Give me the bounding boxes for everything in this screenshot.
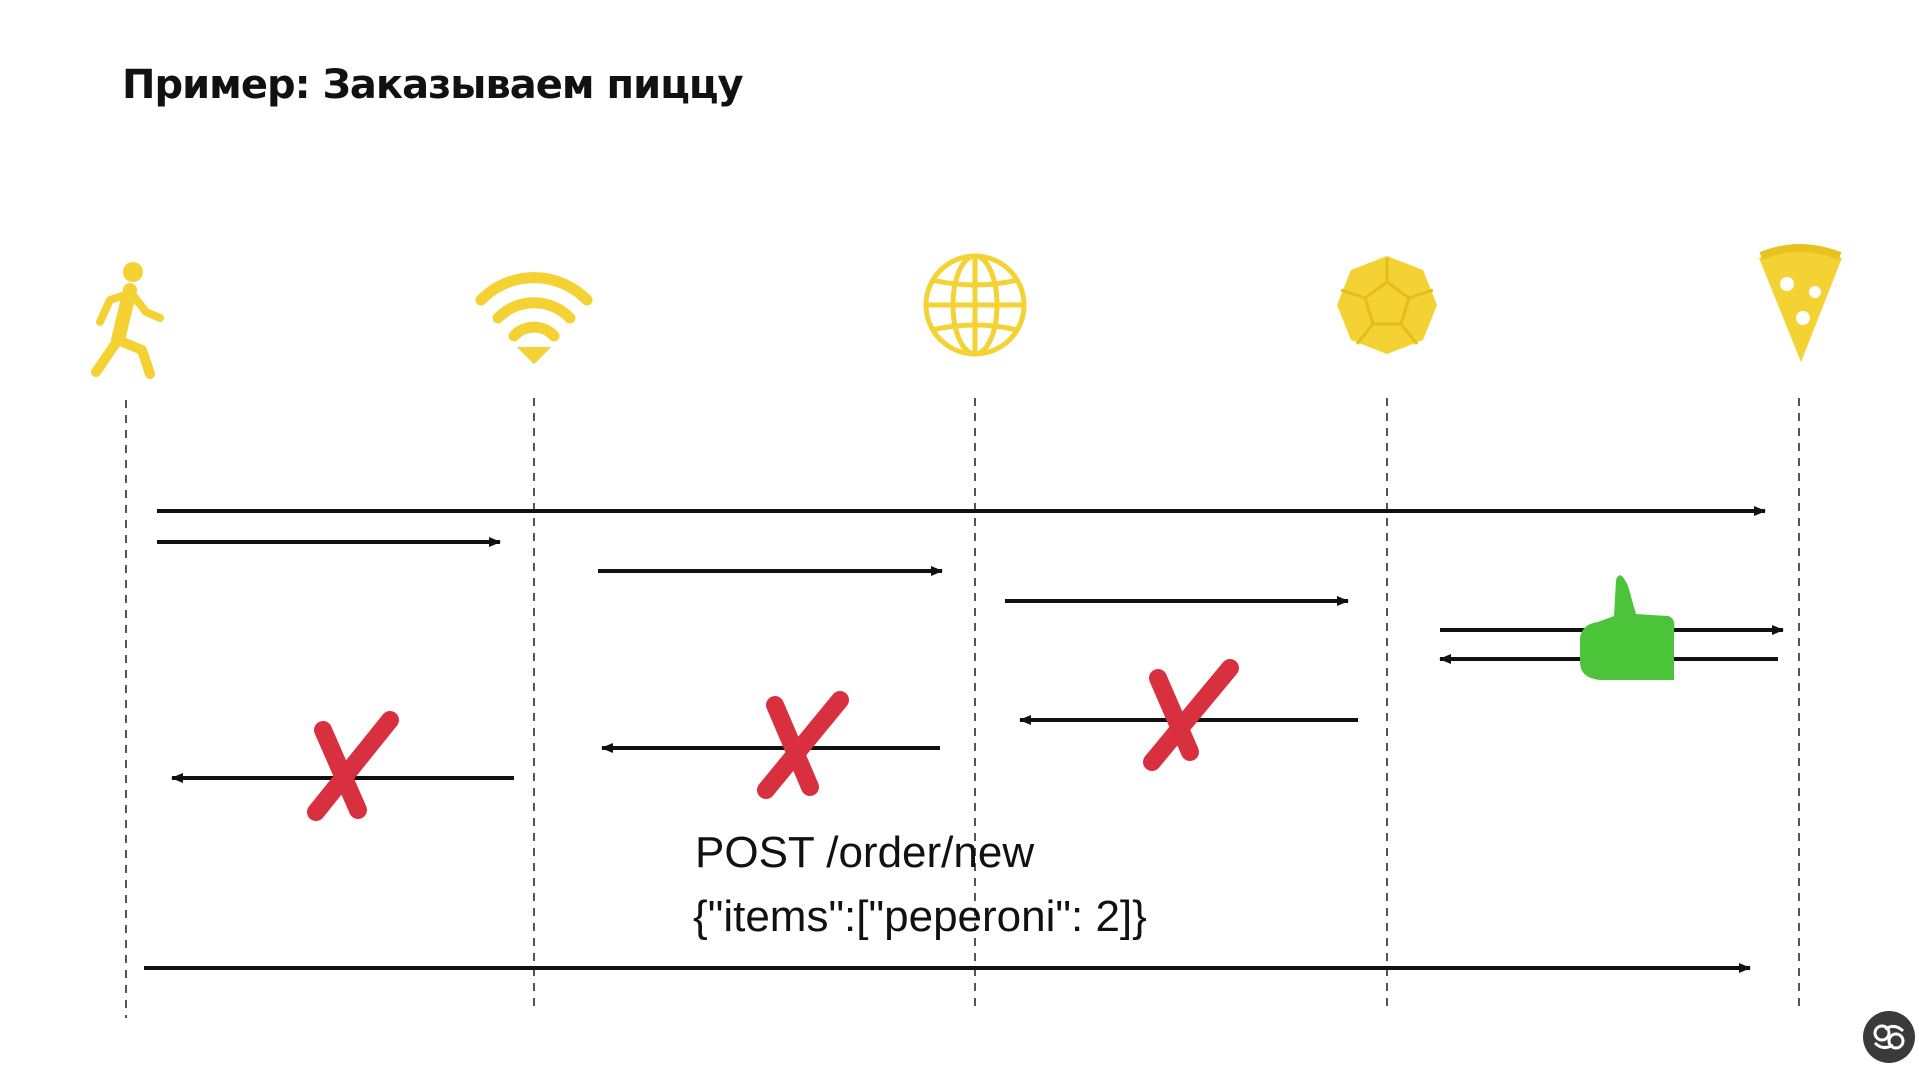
cross-icon: [1143, 659, 1239, 771]
slide-title: Пример: Заказываем пиццу: [122, 62, 744, 108]
cross-icon: [757, 691, 849, 799]
thumbs-up-icon: [1580, 575, 1675, 680]
brand-logo-icon: [1863, 1011, 1915, 1063]
dodecahedron-icon: [1337, 256, 1437, 354]
person-walking-icon: [91, 262, 164, 379]
request-method-path: POST /order/new: [695, 828, 1035, 877]
cross-icon: [307, 711, 399, 821]
wifi-icon: [475, 272, 593, 365]
globe-icon: [923, 253, 1027, 357]
lifelines: [125, 398, 1800, 1018]
request-body: {"items":["peperoni": 2]}: [693, 892, 1147, 941]
message-arrows: [144, 506, 1784, 973]
pizza-slice-icon: [1759, 244, 1842, 362]
